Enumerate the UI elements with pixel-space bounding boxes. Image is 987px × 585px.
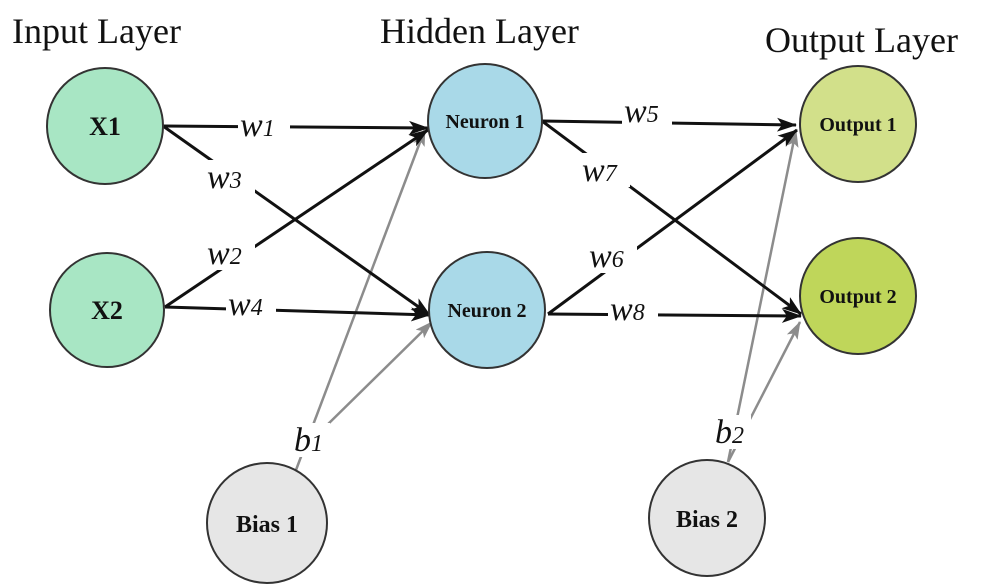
edge-neuron2-output1 — [547, 128, 798, 316]
weight-label-w2: w2 — [205, 235, 255, 272]
edge-b1-neuron1 — [294, 128, 427, 471]
svg-text:w3: w3 — [207, 159, 242, 196]
edge-neuron2-output2 — [547, 308, 802, 323]
bias-label-b1: b1 — [292, 422, 330, 459]
svg-text:w6: w6 — [589, 238, 624, 275]
node-x1-label: X1 — [89, 112, 121, 141]
node-bias-1: Bias 1 — [206, 462, 328, 584]
weight-label-w8: w8 — [608, 291, 658, 328]
weight-label-w6: w6 — [587, 238, 637, 275]
node-x2: X2 — [49, 252, 165, 368]
edge-x1-neuron1 — [162, 120, 429, 135]
hidden-layer-title: Hidden Layer — [380, 11, 579, 51]
node-x2-label: X2 — [91, 296, 123, 325]
bias-label-b2: b2 — [713, 414, 751, 451]
weight-label-w5: w5 — [622, 93, 672, 130]
input-layer-title: Input Layer — [12, 11, 181, 51]
edge-neuron1-output2 — [541, 119, 802, 316]
edge-b2-output1 — [726, 129, 799, 463]
svg-text:w2: w2 — [207, 235, 242, 272]
node-neuron-1-label: Neuron 1 — [445, 111, 524, 133]
node-bias-2-label: Bias 2 — [676, 507, 738, 533]
edge-b1-neuron2 — [321, 321, 433, 431]
node-neuron-2-label: Neuron 2 — [447, 300, 526, 322]
node-neuron-2: Neuron 2 — [428, 251, 546, 369]
output-layer-title: Output Layer — [765, 20, 958, 60]
node-bias-2: Bias 2 — [648, 459, 766, 577]
svg-text:w7: w7 — [582, 152, 618, 189]
svg-text:w8: w8 — [610, 291, 645, 328]
svg-text:w4: w4 — [228, 286, 263, 323]
edge-x2-neuron2 — [164, 305, 431, 322]
weight-label-w3: w3 — [205, 159, 255, 196]
svg-text:w1: w1 — [240, 107, 275, 144]
node-output-1: Output 1 — [799, 65, 917, 183]
node-neuron-1: Neuron 1 — [427, 63, 543, 179]
node-x1: X1 — [46, 67, 164, 185]
node-output-1-label: Output 1 — [819, 114, 896, 136]
svg-text:w5: w5 — [624, 93, 659, 130]
weight-label-w7: w7 — [580, 152, 630, 189]
node-bias-1-label: Bias 1 — [236, 512, 298, 538]
node-output-2: Output 2 — [799, 237, 917, 355]
node-output-2-label: Output 2 — [819, 286, 896, 308]
edge-x2-neuron1 — [164, 128, 429, 309]
edge-x1-neuron2 — [162, 124, 431, 317]
weight-label-w4: w4 — [226, 286, 276, 323]
svg-text:b1: b1 — [294, 422, 323, 459]
svg-text:b2: b2 — [715, 414, 744, 451]
weight-label-w1: w1 — [238, 106, 290, 144]
